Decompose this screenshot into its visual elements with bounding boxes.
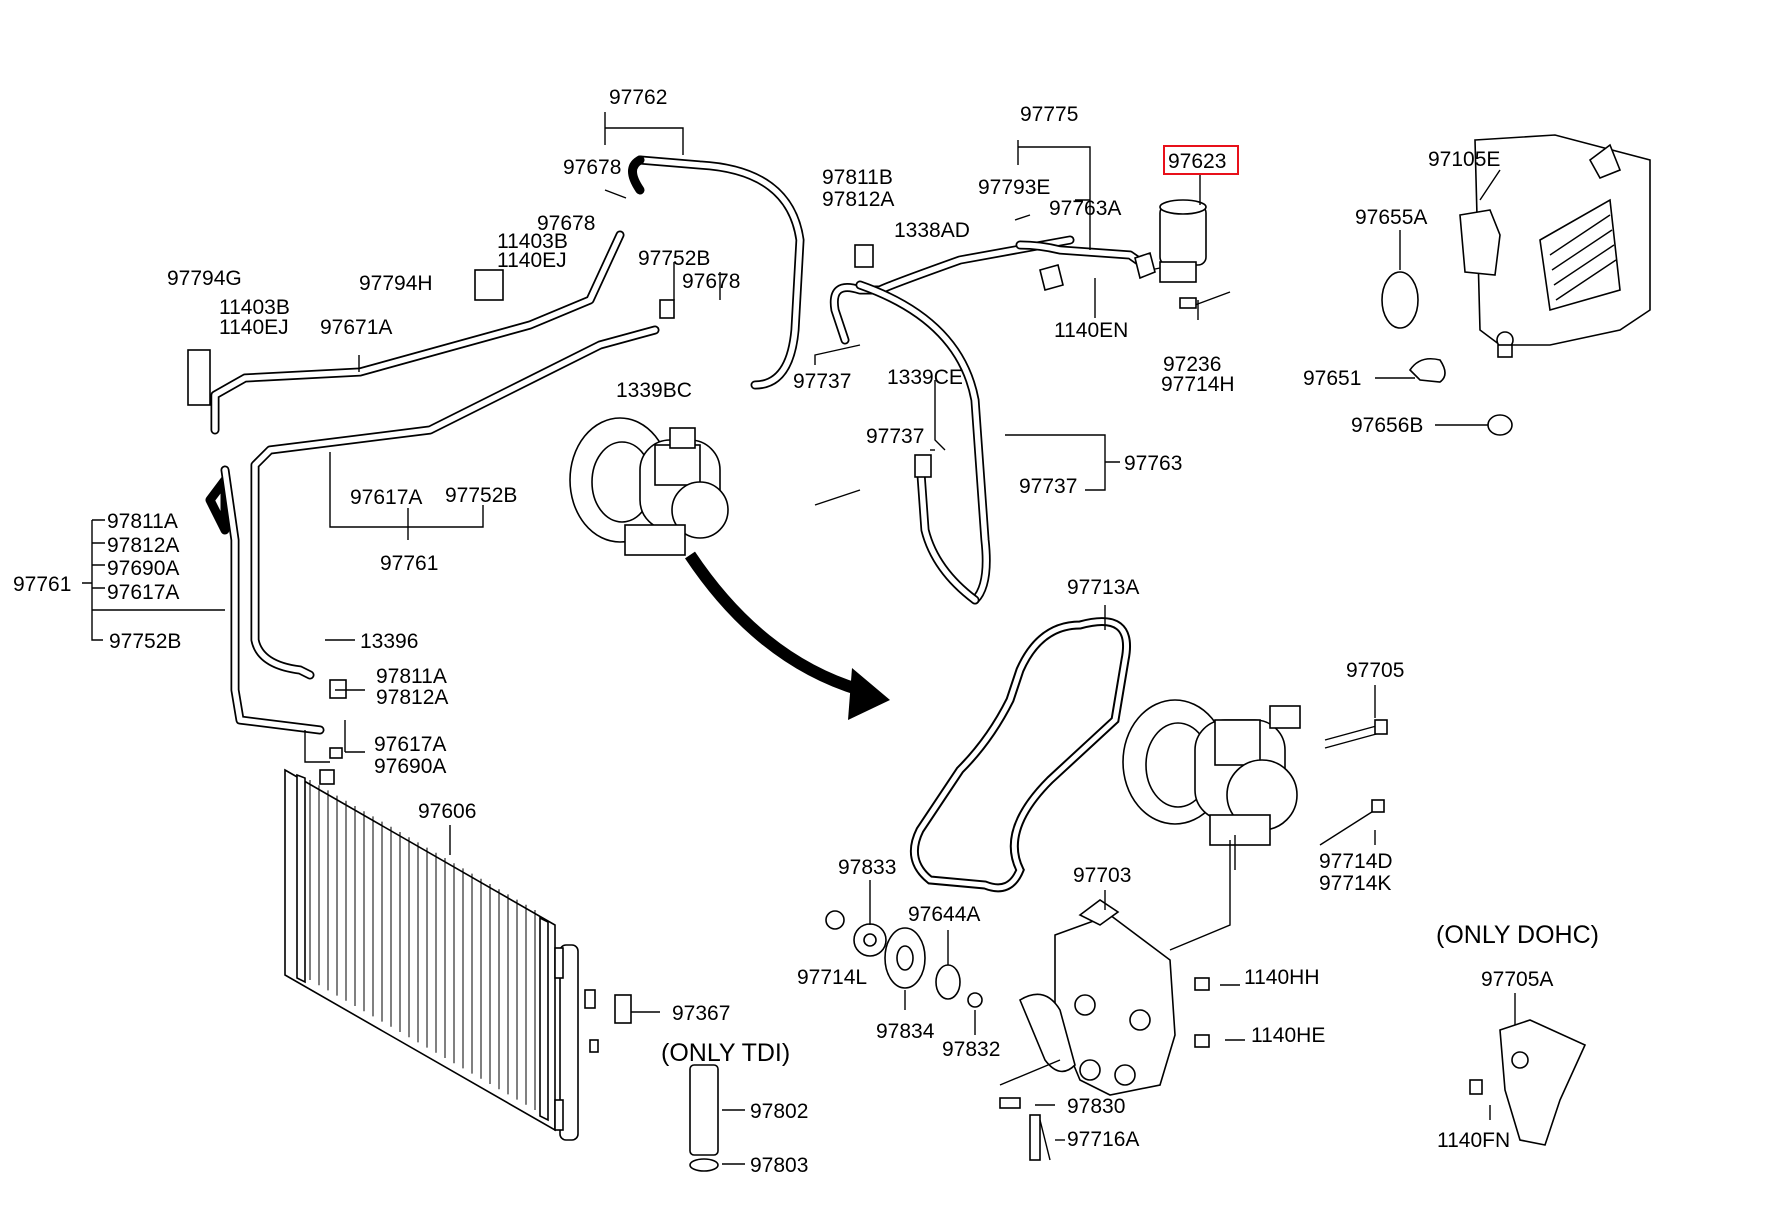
label-97761-left: 97761 xyxy=(13,573,71,596)
label-97714k: 97714K xyxy=(1319,872,1391,895)
label-97803: 97803 xyxy=(750,1154,808,1177)
label-97811a-left: 97811A xyxy=(107,510,178,533)
label-97690a-low: 97690A xyxy=(374,755,446,778)
label-1140ej-b: 1140EJ xyxy=(219,316,289,339)
label-97812a-top: 97812A xyxy=(822,188,894,211)
label-1338ad: 1338AD xyxy=(894,219,970,242)
label-97714d: 97714D xyxy=(1319,850,1393,873)
bolts xyxy=(999,719,1388,1161)
label-97367: 97367 xyxy=(672,1002,730,1025)
tdi-drain-hose xyxy=(689,1064,719,1172)
dohc-bracket xyxy=(1469,1019,1587,1146)
label-97794h: 97794H xyxy=(359,272,433,295)
label-97655a: 97655A xyxy=(1355,206,1427,229)
label-97105e: 97105E xyxy=(1428,148,1500,171)
label-97651: 97651 xyxy=(1303,367,1361,390)
refrigerant-pipes xyxy=(205,155,1145,893)
label-97678-a: 97678 xyxy=(563,156,621,179)
label-97812a-low: 97812A xyxy=(376,686,448,709)
label-97802: 97802 xyxy=(750,1100,808,1123)
leader-lines xyxy=(82,112,1516,1165)
label-1140fn: 1140FN xyxy=(1437,1129,1510,1152)
label-97832: 97832 xyxy=(942,1038,1000,1061)
label-97812a-left: 97812A xyxy=(107,534,179,557)
label-13396: 13396 xyxy=(360,630,418,653)
label-97236: 97236 xyxy=(1163,353,1221,376)
label-97763: 97763 xyxy=(1124,452,1182,475)
label-1140hh: 1140HH xyxy=(1244,966,1320,989)
label-97737-c: 97737 xyxy=(1019,475,1077,498)
note-only-dohc: (ONLY DOHC) xyxy=(1436,921,1599,949)
note-only-tdi: (ONLY TDI) xyxy=(661,1039,790,1067)
label-97671a: 97671A xyxy=(320,316,392,339)
label-97761-mid: 97761 xyxy=(380,552,438,575)
label-97762: 97762 xyxy=(609,86,667,109)
label-1140en: 1140EN xyxy=(1054,319,1128,342)
label-97834: 97834 xyxy=(876,1020,935,1043)
label-1140he: 1140HE xyxy=(1251,1024,1325,1047)
compressor-upper xyxy=(569,417,729,556)
label-97656b: 97656B xyxy=(1351,414,1423,437)
label-97714l: 97714L xyxy=(797,966,867,989)
compressor-lower xyxy=(1122,699,1301,846)
label-97811a-low: 97811A xyxy=(376,665,447,688)
label-97705a: 97705A xyxy=(1481,968,1553,991)
label-1140ej-a: 1140EJ xyxy=(497,249,567,272)
label-97752b-top: 97752B xyxy=(638,247,710,270)
label-1339ce: 1339CE xyxy=(887,366,963,389)
label-97705: 97705 xyxy=(1346,659,1404,682)
label-97737-b: 97737 xyxy=(866,425,924,448)
fittings-upper xyxy=(187,244,1156,699)
label-97617a-left: 97617A xyxy=(107,581,179,604)
label-97737-a: 97737 xyxy=(793,370,851,393)
label-97811b: 97811B xyxy=(822,166,893,189)
label-97775: 97775 xyxy=(1020,103,1078,126)
label-97713a: 97713A xyxy=(1067,576,1139,599)
label-97716a: 97716A xyxy=(1067,1128,1139,1151)
label-97793e: 97793E xyxy=(978,176,1050,199)
label-97794g: 97794G xyxy=(167,267,242,290)
label-11403b-b: 11403B xyxy=(219,296,290,319)
label-97617a-low: 97617A xyxy=(374,733,446,756)
variant-notes: (ONLY TDI) (ONLY DOHC) xyxy=(661,921,1599,1067)
label-97678-b: 97678 xyxy=(537,212,595,235)
label-97714h: 97714H xyxy=(1161,373,1235,396)
label-97617a-mid: 97617A xyxy=(350,486,422,509)
label-97752b-mid: 97752B xyxy=(445,484,517,507)
compressor-bracket xyxy=(1018,899,1176,1096)
part-labels: 97762 97678 97678 97752B 97678 11403B 11… xyxy=(13,86,1553,1177)
idler-pulley-group xyxy=(825,910,983,1008)
label-97833: 97833 xyxy=(838,856,896,879)
curved-arrow xyxy=(685,551,890,720)
small-parts-right xyxy=(1381,271,1513,436)
hvac-case xyxy=(1459,134,1651,358)
highlight-box xyxy=(1163,145,1239,175)
label-97830: 97830 xyxy=(1067,1095,1125,1118)
label-97752b-left: 97752B xyxy=(109,630,181,653)
label-97703: 97703 xyxy=(1073,864,1131,887)
label-97606: 97606 xyxy=(418,800,476,823)
receiver-drier xyxy=(1149,199,1231,309)
label-97623: 97623 xyxy=(1168,150,1226,173)
label-1339bc: 1339BC xyxy=(616,379,692,402)
label-97763a: 97763A xyxy=(1049,197,1121,220)
label-97644a: 97644A xyxy=(908,903,980,926)
label-97678-c: 97678 xyxy=(682,270,740,293)
label-11403b-a: 11403B xyxy=(497,230,568,253)
condenser xyxy=(284,747,599,1141)
label-97690a-left: 97690A xyxy=(107,557,179,580)
